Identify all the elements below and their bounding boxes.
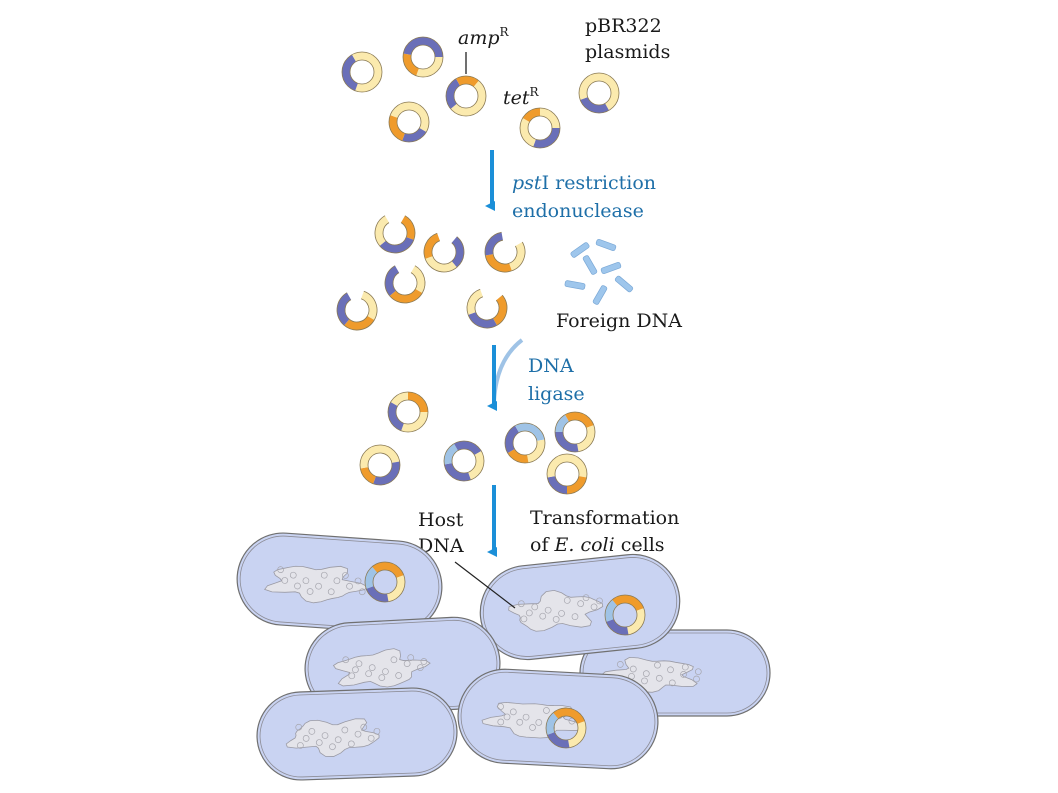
recombinant-plasmid-icon xyxy=(554,411,596,453)
recombinant-plasmid-icon xyxy=(604,594,646,636)
plasmid-ring-icon xyxy=(578,72,620,114)
cut-plasmid-icon xyxy=(384,265,426,304)
plasmid-ring-icon xyxy=(388,101,430,143)
cut-plasmid-icon xyxy=(336,290,378,331)
amp-label: ampR xyxy=(458,25,510,49)
host-dna-icon xyxy=(508,590,604,632)
cut-plasmid-icon xyxy=(374,215,416,254)
ligase-label-line1: DNA xyxy=(528,355,574,377)
host-dna-icon xyxy=(332,648,431,688)
cut-plasmid-icon xyxy=(466,288,508,329)
ligase-label-line2: ligase xyxy=(528,383,585,405)
foreign-dna-fragments-group xyxy=(564,238,634,305)
enzyme-label-line2: endonuclease xyxy=(512,200,644,222)
transformation-label-line1: Transformation xyxy=(530,507,679,529)
cut-plasmids-group xyxy=(336,215,526,331)
recombinant-plasmid-icon xyxy=(364,561,406,603)
plasmid-ring-icon xyxy=(519,107,561,149)
intact-plasmids-group xyxy=(341,36,620,149)
plasmids-label-line2: plasmids xyxy=(585,41,670,63)
foreign-dna-label: Foreign DNA xyxy=(556,310,682,332)
cut-plasmid-icon xyxy=(423,232,465,273)
recombinant-plasmid-icon xyxy=(387,391,429,433)
dna-fragment-icon xyxy=(564,280,586,290)
dna-fragment-icon xyxy=(600,261,622,275)
ecoli-cells-group xyxy=(236,532,771,781)
tet-label: tetR xyxy=(503,85,540,109)
dna-fragment-icon xyxy=(595,238,617,252)
ecoli-cell-icon xyxy=(236,532,443,634)
dna-fragment-icon xyxy=(592,285,608,305)
recombinant-plasmid-icon xyxy=(504,422,546,464)
recombinant-plasmids-group xyxy=(359,391,596,495)
fragment-merge-arrow-icon xyxy=(492,338,524,403)
enzyme-label-line1: pstI restriction xyxy=(512,172,656,194)
dna-fragment-icon xyxy=(570,242,590,258)
host-dna-pointer-line xyxy=(454,561,516,609)
recombinant-plasmid-icon xyxy=(359,444,401,486)
plasmids-label-line1: pBR322 xyxy=(585,15,662,37)
plasmid-ring-icon xyxy=(341,51,383,93)
recombinant-plasmid-icon xyxy=(545,707,587,749)
dna-fragment-icon xyxy=(614,275,634,293)
dna-fragment-icon xyxy=(582,255,598,275)
host-dna-label-line2: DNA xyxy=(418,535,464,557)
ecoli-cell-icon xyxy=(256,687,458,781)
recombinant-plasmid-icon xyxy=(443,440,485,482)
cut-plasmid-icon xyxy=(484,231,526,273)
transformation-label-line2: of E. coli cells xyxy=(530,534,665,556)
host-dna-label-line1: Host xyxy=(418,509,464,531)
host-dna-icon xyxy=(285,718,380,757)
plasmid-ring-icon xyxy=(445,75,487,117)
recombinant-plasmid-icon xyxy=(546,453,588,495)
plasmid-ring-icon xyxy=(402,36,444,78)
